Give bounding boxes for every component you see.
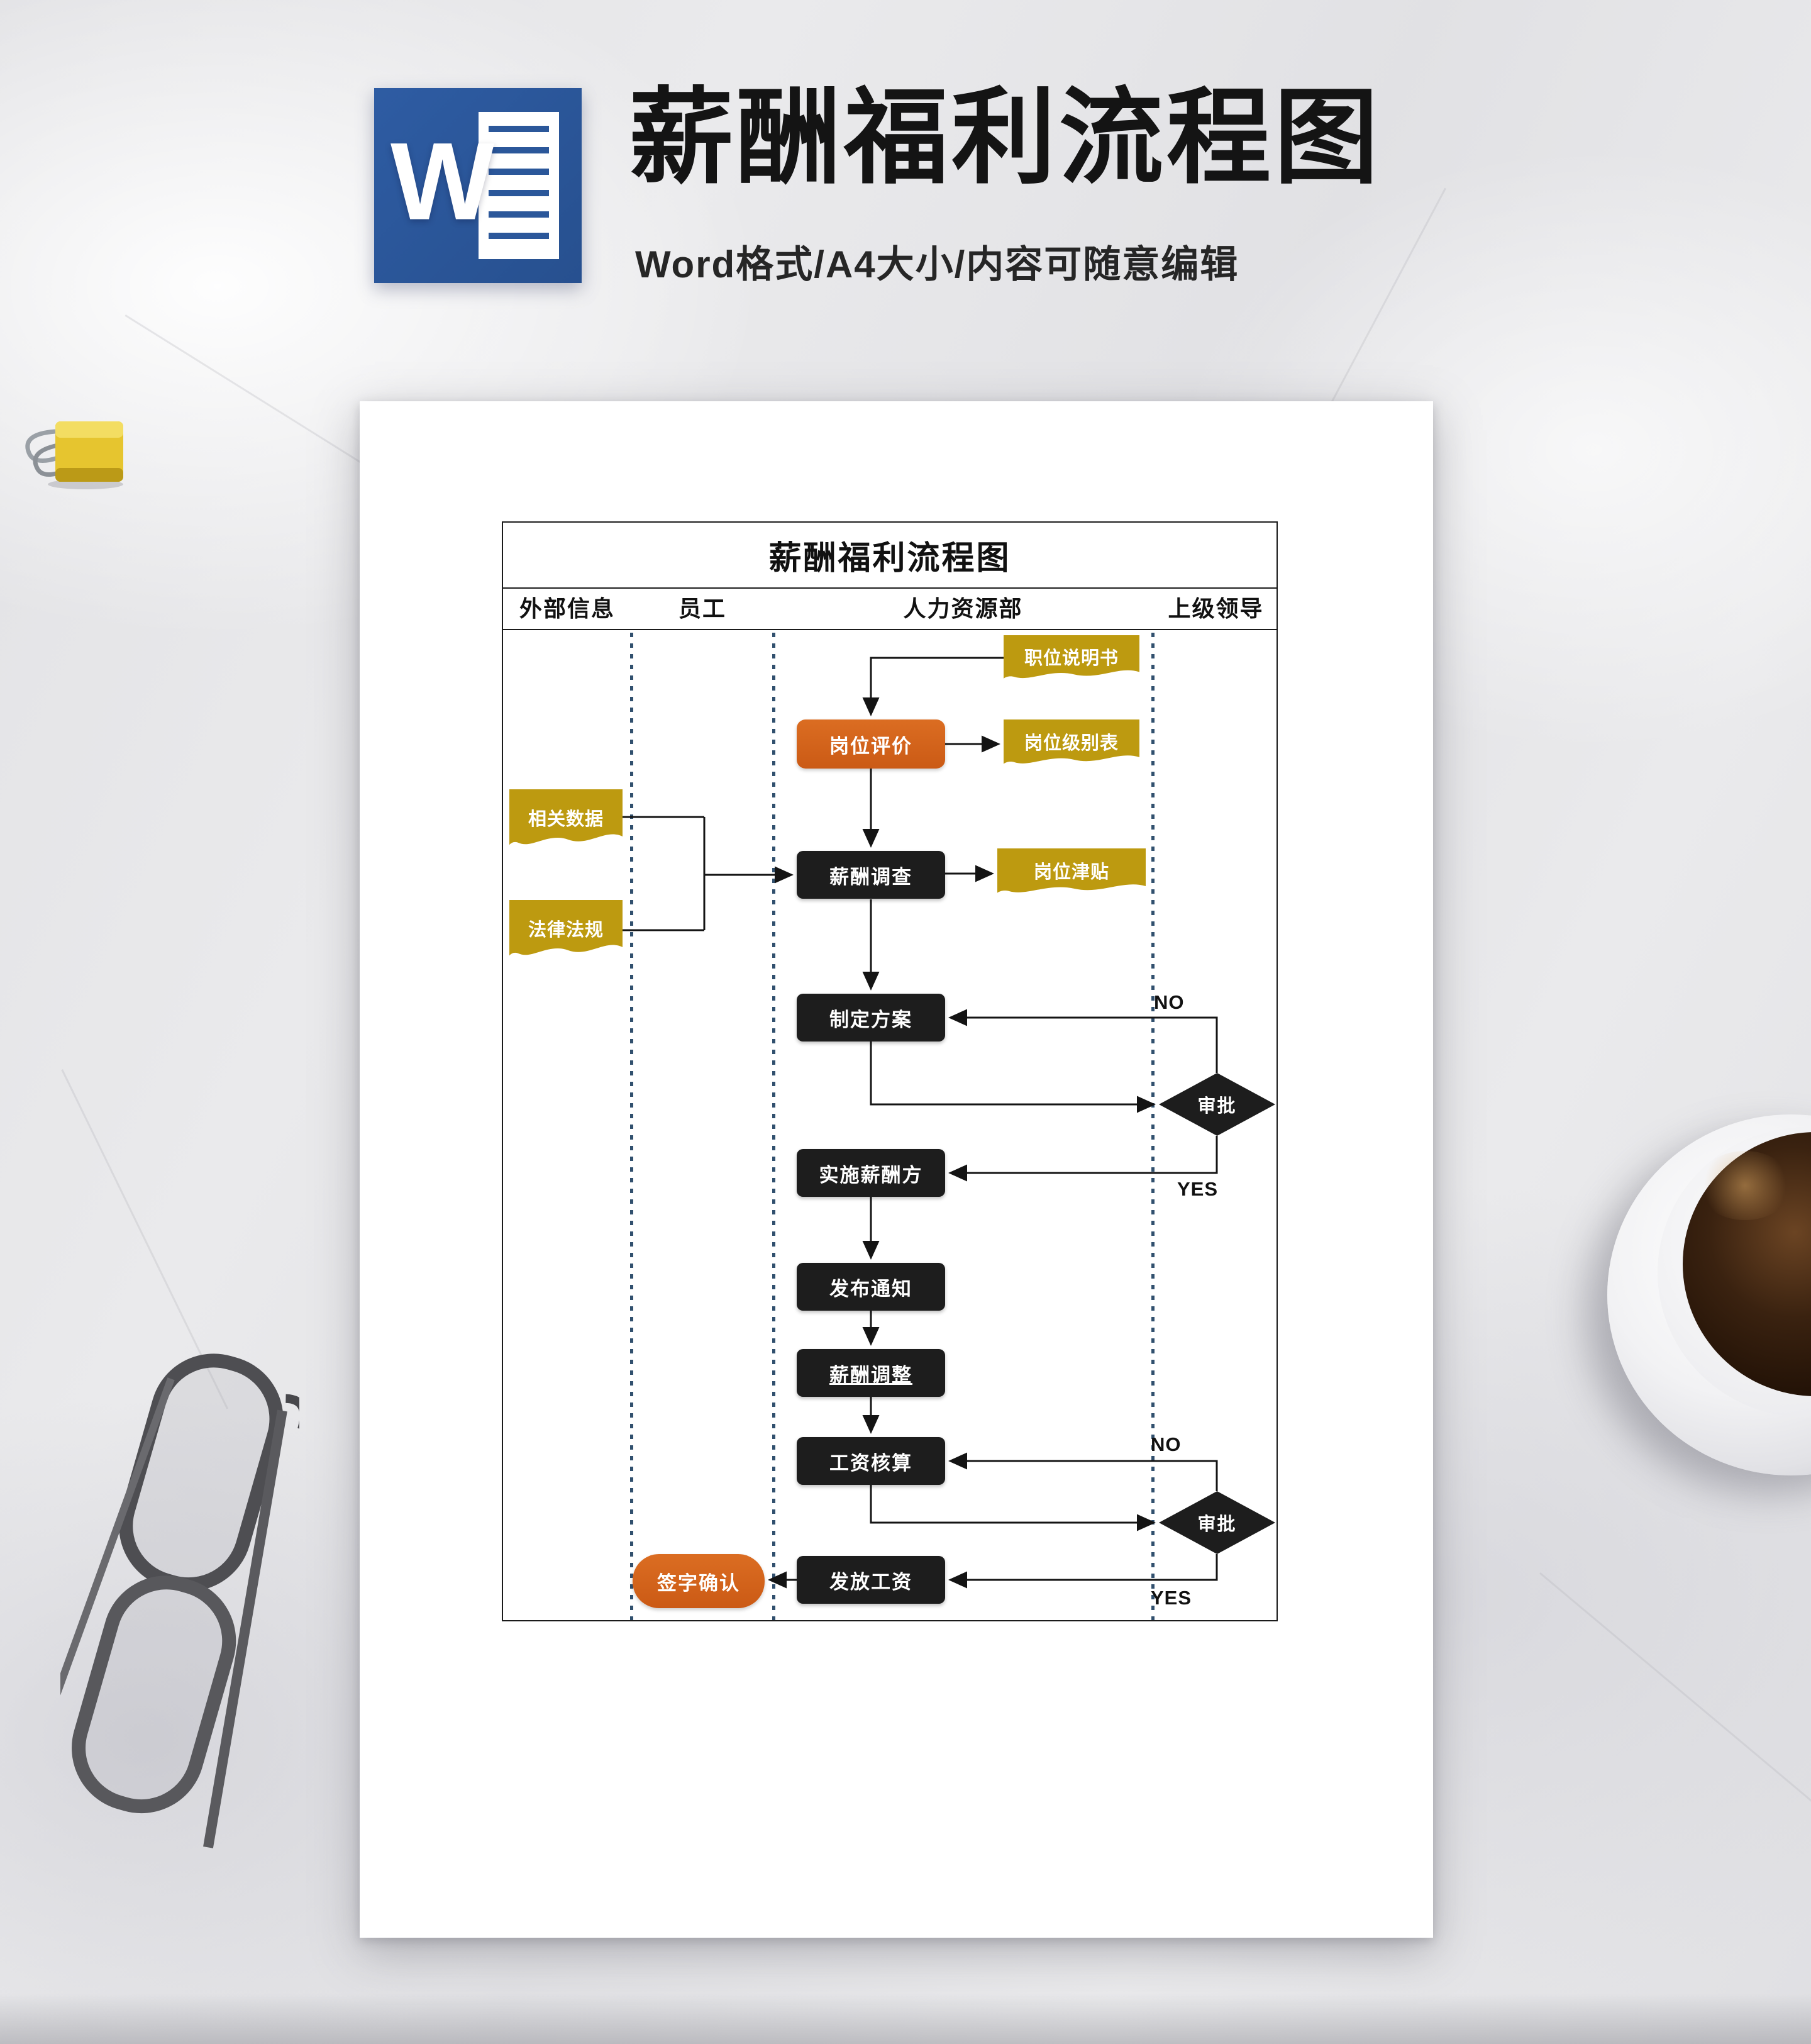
node-related-data: 相关数据 bbox=[509, 789, 623, 852]
coffee-crema-highlight bbox=[1698, 1151, 1792, 1220]
lane-divider bbox=[630, 633, 633, 1620]
node-position-evaluation: 岗位评价 bbox=[797, 719, 945, 769]
page-subtitle: Word格式/A4大小/内容可随意编辑 bbox=[635, 243, 1239, 286]
lane-divider bbox=[1151, 633, 1155, 1620]
node-publish-notice: 发布通知 bbox=[797, 1263, 945, 1311]
node-make-plan: 制定方案 bbox=[797, 994, 945, 1041]
node-pay-wages: 发放工资 bbox=[797, 1556, 945, 1604]
node-salary-adjustment: 薪酬调整 bbox=[797, 1349, 945, 1397]
branch-label-no-1: NO bbox=[1154, 991, 1185, 1013]
lane-header-supervisor: 上级领导 bbox=[1168, 596, 1264, 621]
node-salary-survey: 薪酬调查 bbox=[797, 851, 945, 899]
node-position-level-table: 岗位级别表 bbox=[1004, 719, 1139, 770]
marble-vein bbox=[1539, 1572, 1811, 1897]
a4-paper-preview: 薪酬福利流程图 外部信息 员工 人力资源部 上级领导 bbox=[360, 401, 1433, 1938]
branch-label-no-2: NO bbox=[1151, 1433, 1182, 1455]
swimlane-header-row: 外部信息 员工 人力资源部 上级领导 bbox=[503, 589, 1277, 630]
node-sign-confirm: 签字确认 bbox=[633, 1554, 765, 1608]
node-approval-2: 审批 bbox=[1159, 1491, 1275, 1554]
word-w-letter-icon: W bbox=[390, 120, 495, 243]
table-edge-shadow bbox=[0, 1994, 1811, 2044]
document-shape-icon bbox=[1004, 719, 1139, 764]
node-payroll-accounting: 工资核算 bbox=[797, 1437, 945, 1485]
node-job-description: 职位说明书 bbox=[1004, 635, 1139, 684]
lane-header-employee: 员工 bbox=[678, 596, 726, 621]
node-position-allowance: 岗位津贴 bbox=[997, 848, 1146, 899]
lane-header-external-info: 外部信息 bbox=[519, 596, 615, 621]
flowchart-title: 薪酬福利流程图 bbox=[503, 523, 1277, 589]
node-approval-1: 审批 bbox=[1159, 1073, 1275, 1136]
word-document-page-icon bbox=[479, 112, 559, 259]
document-shape-icon bbox=[997, 848, 1146, 893]
binder-clip-photo bbox=[25, 421, 123, 489]
eyeglasses-photo bbox=[60, 1353, 299, 1848]
lane-header-hr-department: 人力资源部 bbox=[903, 596, 1023, 621]
word-app-icon: W bbox=[374, 88, 582, 283]
flowchart-frame: 薪酬福利流程图 外部信息 员工 人力资源部 上级领导 bbox=[502, 521, 1278, 1621]
node-implement-plan: 实施薪酬方 bbox=[797, 1149, 945, 1197]
branch-label-yes-2: YES bbox=[1151, 1587, 1192, 1609]
document-shape-icon bbox=[509, 789, 623, 845]
lane-divider bbox=[772, 633, 775, 1620]
document-shape-icon bbox=[1004, 635, 1139, 679]
document-text-lines-icon bbox=[489, 126, 549, 245]
node-laws-regulations: 法律法规 bbox=[509, 900, 623, 963]
page-title: 薪酬福利流程图 bbox=[629, 80, 1382, 196]
document-shape-icon bbox=[509, 900, 623, 956]
branch-label-yes-1: YES bbox=[1177, 1178, 1219, 1200]
